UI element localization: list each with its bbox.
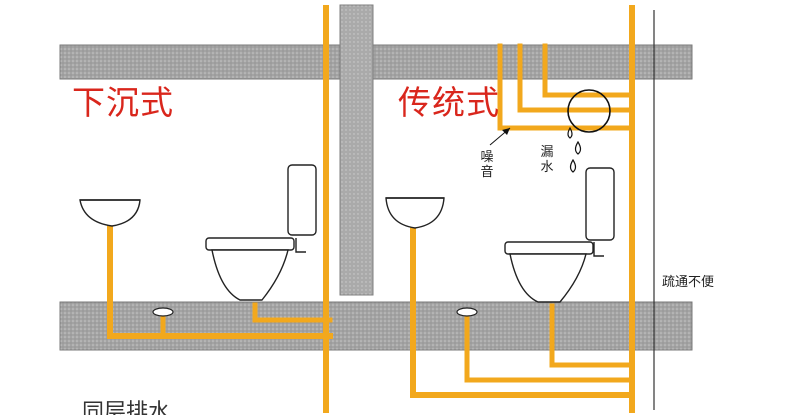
right-floor-drain-icon bbox=[456, 307, 478, 317]
left-title: 下沉式 bbox=[72, 83, 174, 122]
bottom-left-caption: 同层排水 bbox=[82, 400, 171, 415]
right-basin-icon bbox=[385, 197, 445, 229]
noise-label: 噪音 bbox=[480, 150, 494, 180]
right-floor-drain-pipe bbox=[464, 313, 631, 383]
left-basin-icon bbox=[79, 199, 141, 227]
water-drop-icon bbox=[569, 158, 577, 173]
leak-label: 漏水 bbox=[540, 145, 554, 175]
central-riser-pipe bbox=[339, 4, 374, 296]
left-toilet-icon bbox=[205, 164, 317, 301]
left-toilet-pipe bbox=[252, 302, 333, 323]
right-toilet-pipe bbox=[549, 303, 631, 368]
right-basin-drain-pipe bbox=[410, 227, 631, 398]
water-drop-icon bbox=[567, 126, 573, 139]
right-title: 传统式 bbox=[398, 83, 500, 122]
upper-floor-slab bbox=[59, 44, 693, 80]
upper-pipe-1 bbox=[497, 43, 633, 131]
water-drop-icon bbox=[574, 140, 582, 155]
left-basin-drain-pipe bbox=[107, 223, 333, 339]
water-drops bbox=[567, 126, 582, 173]
noise-arrowhead bbox=[502, 128, 510, 135]
right-toilet-icon bbox=[504, 167, 615, 303]
leak-circle-icon bbox=[567, 89, 611, 133]
left-floor-drain-icon bbox=[152, 307, 174, 317]
pipes bbox=[107, 5, 635, 413]
hard-to-clear-label: 疏通不便 bbox=[662, 275, 715, 290]
upper-pipe-2 bbox=[517, 43, 633, 113]
